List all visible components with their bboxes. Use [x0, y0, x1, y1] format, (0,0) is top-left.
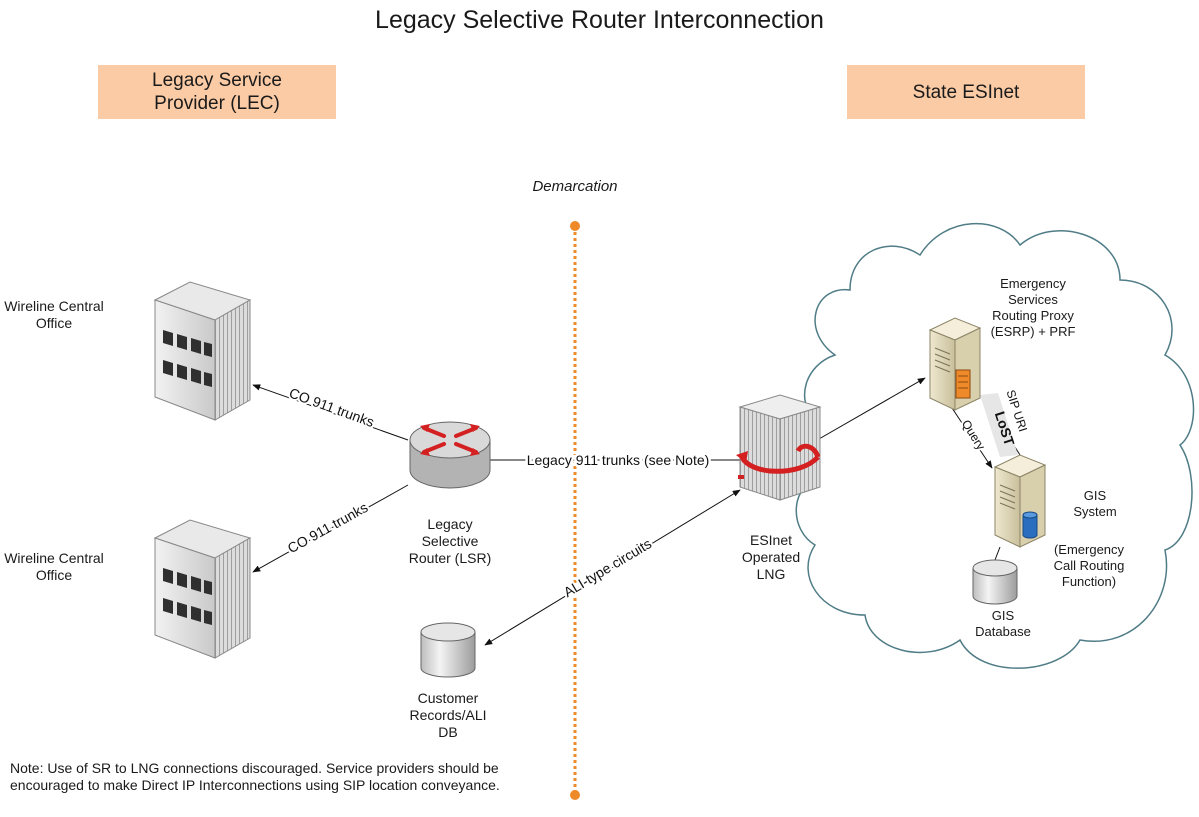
database-icon — [972, 559, 1018, 605]
label-lng: ESInet Operated LNG — [735, 532, 807, 583]
label-legacy-trunks: Legacy 911 trunks (see Note) — [527, 452, 710, 468]
esrp-text: Emergency Services Routing Proxy (ESRP) … — [990, 276, 1076, 339]
header-legacy-provider: Legacy Service Provider (LEC) — [98, 65, 336, 119]
lost-band — [980, 393, 1018, 457]
label-gis-db: GIS Database — [968, 608, 1038, 640]
server-icon — [993, 454, 1047, 548]
link-esrp-gis — [949, 404, 993, 469]
demarcation-label: Demarcation — [532, 178, 618, 195]
link-co-bottom-lsr — [252, 484, 409, 573]
tower-server-icon — [736, 394, 822, 501]
header-state-esinet-label: State ESInet — [912, 81, 1020, 103]
database-icon — [420, 622, 476, 678]
header-legacy-provider-label: Legacy Service Provider (LEC) — [152, 70, 282, 114]
footnote: Note: Use of SR to LNG connections disco… — [10, 760, 500, 793]
ecrf-text: (Emergency Call Routing Function) — [1053, 542, 1125, 589]
esinet-cloud — [795, 223, 1195, 669]
lng-text: ESInet Operated LNG — [741, 532, 801, 582]
central-office-top-text: Wireline Central Office — [4, 298, 104, 331]
label-esrp: Emergency Services Routing Proxy (ESRP) … — [988, 276, 1078, 340]
label-co-trunks-bottom: CO 911 trunks — [285, 499, 371, 556]
ali-db-text: Customer Records/ALI DB — [409, 690, 487, 740]
page-title: Legacy Selective Router Interconnection — [375, 6, 824, 34]
label-central-office-top: Wireline Central Office — [0, 298, 108, 332]
gis-system-text: GIS System — [1073, 488, 1117, 519]
building-icon — [153, 281, 252, 421]
label-ali-db: Customer Records/ALI DB — [403, 690, 493, 741]
label-ecrf: (Emergency Call Routing Function) — [1042, 542, 1136, 590]
link-alidb-lng — [484, 489, 741, 646]
router-icon — [409, 421, 491, 489]
label-lsr: Legacy Selective Router (LSR) — [405, 516, 495, 567]
demarcation-line — [570, 221, 580, 800]
gis-db-text: GIS Database — [975, 608, 1031, 639]
link-co-top-lsr — [252, 384, 409, 441]
building-icon — [153, 519, 252, 659]
label-central-office-bottom: Wireline Central Office — [0, 550, 108, 584]
header-state-esinet: State ESInet — [847, 65, 1085, 119]
lsr-text: Legacy Selective Router (LSR) — [408, 516, 492, 566]
server-icon — [928, 317, 982, 411]
link-lng-esrp — [811, 377, 926, 444]
label-co-trunks-top: CO 911 trunks — [287, 385, 376, 431]
label-gis-system: GIS System — [1068, 488, 1122, 520]
central-office-bottom-text: Wireline Central Office — [4, 550, 104, 583]
